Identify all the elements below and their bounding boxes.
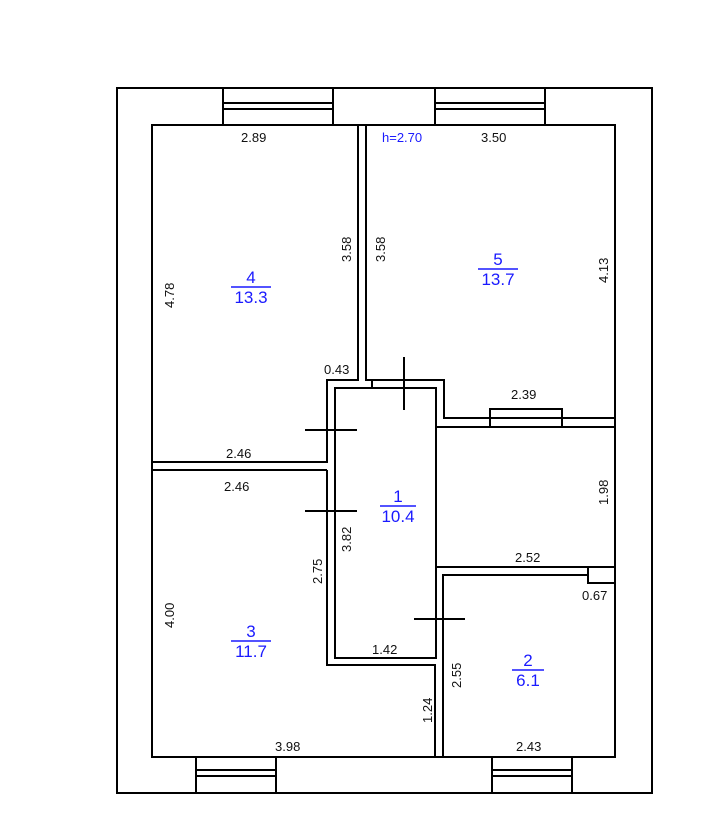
svg-text:13.3: 13.3 <box>234 288 267 307</box>
box-0.67 <box>587 566 616 584</box>
svg-text:3: 3 <box>246 622 255 641</box>
svg-text:10.4: 10.4 <box>381 507 414 526</box>
dim: 1.98 <box>596 480 611 505</box>
svg-text:4: 4 <box>246 268 255 287</box>
svg-text:5: 5 <box>493 250 502 269</box>
window-bottom-left <box>195 756 277 794</box>
svg-text:1: 1 <box>393 487 402 506</box>
dim: 0.67 <box>582 588 607 603</box>
dim: 2.55 <box>449 663 464 688</box>
wall-4-left <box>152 125 359 463</box>
room-label-2: 2 6.1 <box>512 651 544 690</box>
outer-wall <box>116 87 653 794</box>
dim: 2.39 <box>511 387 536 402</box>
room-label-3: 3 11.7 <box>231 622 271 661</box>
room-label-1: 1 10.4 <box>380 487 416 526</box>
room-label-4: 4 13.3 <box>231 268 271 307</box>
window-top-right <box>434 87 546 126</box>
dim: 4.13 <box>596 258 611 283</box>
dim: 4.78 <box>162 283 177 308</box>
dim: 3.58 <box>373 237 388 262</box>
dim: 3.50 <box>481 130 506 145</box>
svg-text:6.1: 6.1 <box>516 671 540 690</box>
dim: 3.98 <box>275 739 300 754</box>
walls <box>116 87 653 794</box>
dim: 2.75 <box>310 559 325 584</box>
dim: 4.00 <box>162 603 177 628</box>
door-marks <box>305 357 465 620</box>
inner-wall <box>151 124 616 758</box>
svg-text:2: 2 <box>523 651 532 670</box>
dim: 3.58 <box>339 237 354 262</box>
dim: 2.46 <box>224 479 249 494</box>
dim: 2.46 <box>226 446 251 461</box>
svg-text:11.7: 11.7 <box>235 642 267 661</box>
room-label-5: 5 13.7 <box>478 250 518 289</box>
room-1-outline <box>334 387 437 659</box>
dim: 2.52 <box>515 550 540 565</box>
window-top-left <box>222 87 334 126</box>
svg-text:13.7: 13.7 <box>481 270 514 289</box>
dim: 0.43 <box>324 362 349 377</box>
dim: 1.24 <box>420 698 435 723</box>
ceiling-height: h=2.70 <box>382 130 422 145</box>
wall-5-bottom <box>365 125 615 419</box>
window-bottom-right <box>491 756 573 794</box>
dim: 2.89 <box>241 130 266 145</box>
dim: 3.82 <box>339 527 354 552</box>
dim: 2.43 <box>516 739 541 754</box>
dim: 1.42 <box>372 642 397 657</box>
